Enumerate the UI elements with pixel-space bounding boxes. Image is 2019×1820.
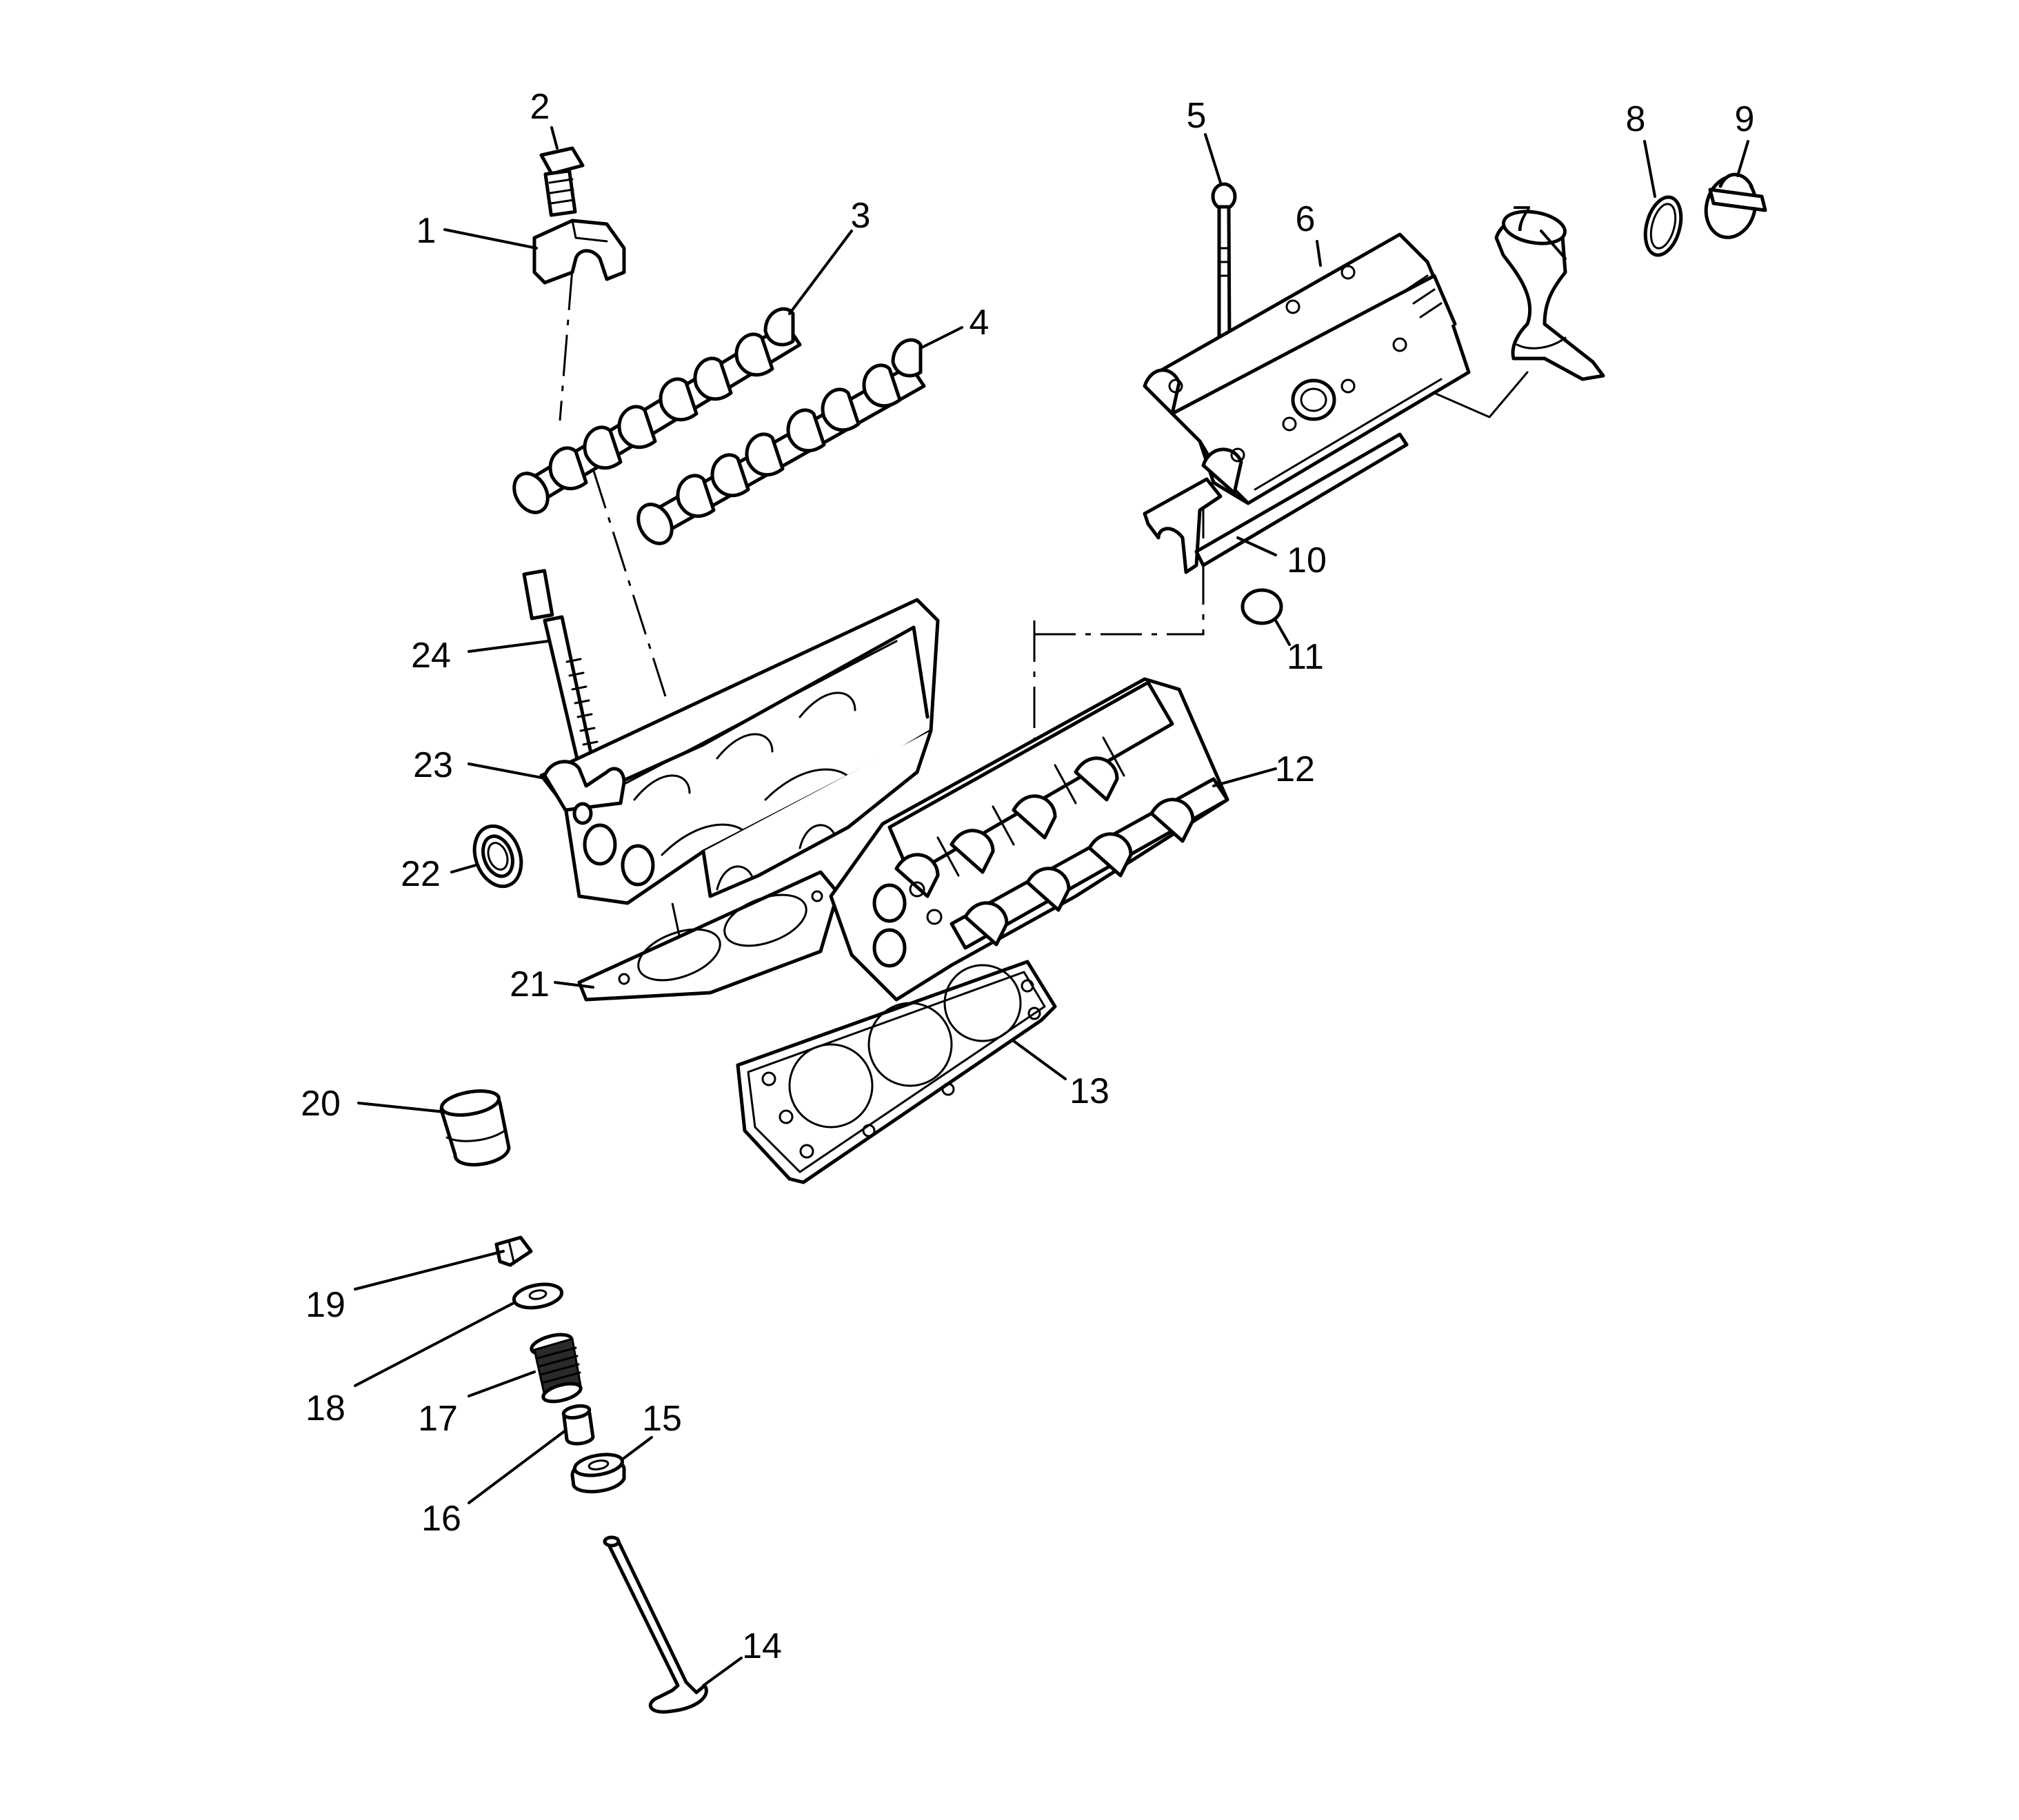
leader-24 <box>468 640 550 653</box>
leader-14 <box>702 1657 743 1687</box>
o-ring-part-11 <box>1240 588 1283 625</box>
callout-23: 23 <box>413 745 453 785</box>
leader-3 <box>788 230 853 315</box>
valve-lifter-part-20 <box>439 1089 511 1166</box>
valve-stem-seal-part-16 <box>561 1404 595 1446</box>
camshaft-cap-part-1 <box>532 219 626 285</box>
camshaft-part-3 <box>512 307 802 514</box>
callout-16: 16 <box>421 1499 461 1539</box>
callout-1: 1 <box>416 211 436 251</box>
callout-4: 4 <box>970 303 990 343</box>
leader-lines <box>354 126 1749 1687</box>
cover-gasket-part-10 <box>1143 432 1409 574</box>
leader-22 <box>450 864 477 873</box>
cover-bolt-part-5 <box>1211 182 1237 347</box>
callout-11: 11 <box>1287 637 1324 677</box>
leader-7 <box>1540 230 1567 260</box>
head-gasket-part-21 <box>577 870 840 1002</box>
oil-fill-cap-part-9 <box>1704 172 1767 239</box>
callout-14: 14 <box>742 1626 782 1666</box>
callout-24: 24 <box>411 636 451 676</box>
callout-6: 6 <box>1296 199 1316 239</box>
leader-9 <box>1736 140 1749 177</box>
spring-retainer-part-18 <box>512 1282 564 1310</box>
callout-10: 10 <box>1287 540 1327 580</box>
valve-part-14 <box>603 1535 708 1714</box>
leader-12 <box>1212 767 1277 787</box>
leader-18 <box>354 1302 515 1387</box>
callout-20: 20 <box>301 1084 341 1124</box>
callout-labels: 1 2 3 4 5 6 7 8 9 10 11 12 13 14 15 16 1… <box>301 87 1754 1666</box>
seal-part-22 <box>472 824 523 889</box>
oil-fill-tube-part-7 <box>1494 210 1605 381</box>
leader-1 <box>443 228 538 250</box>
callout-9: 9 <box>1735 99 1755 139</box>
leader-21 <box>554 981 594 989</box>
leader-8 <box>1643 140 1656 198</box>
leader-5 <box>1204 133 1222 184</box>
callout-7: 7 <box>1512 199 1532 239</box>
head-gasket-part-13 <box>736 960 1057 1184</box>
leader-19 <box>354 1250 505 1291</box>
callout-2: 2 <box>530 87 550 127</box>
leader-15 <box>623 1436 653 1459</box>
leader-20 <box>357 1102 446 1113</box>
head-bolt-part-24 <box>522 569 599 785</box>
o-ring-part-8 <box>1643 195 1683 257</box>
callout-19: 19 <box>305 1285 345 1325</box>
leader-17 <box>468 1371 536 1397</box>
valve-spring-part-17 <box>530 1333 583 1404</box>
leader-2 <box>550 126 559 150</box>
callout-18: 18 <box>305 1388 345 1428</box>
callout-5: 5 <box>1187 96 1207 136</box>
leader-16 <box>468 1429 567 1504</box>
callout-13: 13 <box>1069 1071 1109 1111</box>
leader-13 <box>1012 1040 1067 1080</box>
callout-8: 8 <box>1626 99 1646 139</box>
camshaft-cover-part-6 <box>1143 232 1471 505</box>
camshaft-part-4 <box>636 338 926 545</box>
leader-10 <box>1236 536 1277 556</box>
bolt-part-2 <box>539 146 585 217</box>
callout-12: 12 <box>1275 749 1315 789</box>
callout-17: 17 <box>418 1399 458 1439</box>
callout-22: 22 <box>401 854 441 894</box>
valve-keepers-part-19 <box>494 1235 533 1267</box>
spring-seat-part-15 <box>570 1453 626 1494</box>
leader-4 <box>919 326 963 350</box>
cylinder-head-part-23 <box>539 598 940 905</box>
callout-21: 21 <box>510 964 550 1004</box>
cylinder-head-part-12 <box>829 677 1229 1002</box>
callout-15: 15 <box>642 1399 682 1439</box>
callout-3: 3 <box>851 196 871 236</box>
leader-11 <box>1274 619 1291 646</box>
leader-23 <box>468 762 543 779</box>
leader-6 <box>1316 240 1322 267</box>
